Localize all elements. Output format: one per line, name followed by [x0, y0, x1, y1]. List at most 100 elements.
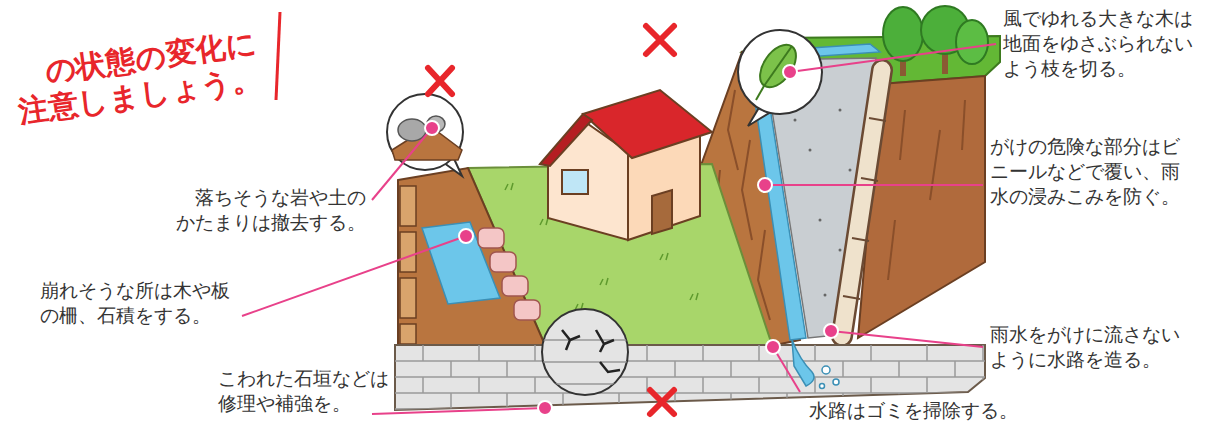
brick-line — [534, 377, 536, 393]
pipe-joint — [852, 238, 869, 241]
tree-callout — [738, 30, 822, 126]
brick-line — [758, 345, 760, 361]
brick-line — [422, 345, 424, 361]
soil-streak — [742, 140, 752, 240]
crack — [562, 330, 580, 350]
brick-line — [702, 377, 704, 393]
dot — [839, 109, 842, 112]
leader-line — [765, 184, 983, 186]
drain-pipe — [842, 70, 886, 336]
tuft — [660, 253, 668, 260]
callout-circle — [738, 30, 822, 114]
brick-line — [450, 361, 452, 377]
brick-line — [674, 361, 676, 377]
soil-streak — [900, 110, 905, 160]
pipe-joint — [869, 118, 886, 121]
fence-post — [400, 232, 416, 272]
stone — [502, 276, 528, 296]
pointer-dot — [766, 340, 780, 354]
dot — [819, 219, 822, 222]
brick-line — [870, 345, 872, 361]
brick-line — [786, 393, 788, 409]
brick-line — [954, 361, 956, 377]
crack-callout — [540, 309, 630, 395]
brick-line — [758, 377, 760, 393]
soil-streak — [962, 100, 965, 150]
pipe-outline — [842, 70, 882, 336]
brick-line — [730, 361, 732, 377]
brick-line — [506, 361, 508, 377]
pointer-dot — [758, 178, 772, 192]
brick-line — [702, 345, 704, 361]
pointer-dot — [783, 65, 797, 79]
left-bank — [398, 168, 545, 345]
brick-line — [926, 345, 928, 361]
rock — [398, 119, 426, 141]
brick-line — [395, 376, 990, 378]
crack — [600, 362, 620, 372]
drop — [820, 384, 825, 389]
brick-line — [730, 393, 732, 409]
leader-line — [831, 331, 983, 347]
water-splash — [792, 340, 839, 389]
tree-crown — [883, 7, 923, 61]
brick-line — [540, 361, 630, 363]
callout-circle — [387, 94, 463, 170]
cliff-section-streaks — [888, 100, 965, 280]
soil-streak — [728, 90, 738, 170]
brick-line — [814, 345, 816, 361]
leaf — [753, 38, 803, 93]
callout-note: 落ちそうな岩や土の かたまりは撤去する。 — [160, 185, 366, 235]
brick-line — [814, 377, 816, 393]
house-window — [562, 170, 588, 194]
stone — [514, 300, 540, 320]
brick-line — [562, 393, 564, 409]
brick-line — [395, 392, 990, 394]
callout-note: 雨水をがけに流さない ように水路を造る。 — [990, 322, 1196, 372]
drop — [833, 379, 839, 385]
brick-line — [395, 360, 990, 362]
trees — [883, 6, 988, 76]
crack-bricks — [540, 340, 630, 384]
pointer-dots — [425, 65, 838, 415]
fence-post — [400, 278, 416, 318]
brick-line — [478, 377, 480, 393]
callout-note: こわれた石垣などは 修理や補強を。 — [218, 366, 408, 416]
drop — [822, 366, 830, 374]
brick-line — [506, 393, 508, 409]
tuft — [600, 278, 608, 285]
leader-line — [372, 128, 432, 200]
fence-post — [400, 186, 416, 226]
stone — [478, 228, 504, 248]
callout-note: 崩れそうな所は木や板 の柵、石積をする。 — [40, 278, 246, 328]
brick-line — [926, 377, 928, 393]
house-roof-edge — [540, 114, 592, 166]
callout-note: 風でゆれる大きな木は 地面をゆさぶられない よう枝を切る。 — [1003, 6, 1209, 81]
leaf-stem — [756, 86, 764, 100]
brick-line — [450, 393, 452, 409]
pointer-dot — [824, 324, 838, 338]
pipe-body — [842, 70, 882, 336]
brick-line — [870, 377, 872, 393]
tuft — [540, 218, 548, 225]
pointer-dot — [538, 401, 552, 415]
brick-line — [674, 393, 676, 409]
brick-line — [540, 339, 630, 341]
brick-line — [898, 361, 900, 377]
brick-line — [534, 345, 536, 361]
pipe-joint — [843, 296, 860, 299]
brick-line — [646, 345, 648, 361]
callout-note: 水路はゴミを掃除する。 — [806, 398, 1021, 423]
tuft — [690, 293, 698, 300]
brick-line — [842, 361, 844, 377]
stone — [490, 252, 516, 272]
dot — [809, 149, 812, 152]
leader-line — [372, 408, 545, 414]
tuft — [505, 183, 513, 190]
crack — [596, 330, 614, 352]
cross-mark — [428, 68, 452, 94]
cross-mark — [646, 26, 674, 54]
dot — [849, 169, 852, 172]
house-roof — [583, 90, 712, 158]
